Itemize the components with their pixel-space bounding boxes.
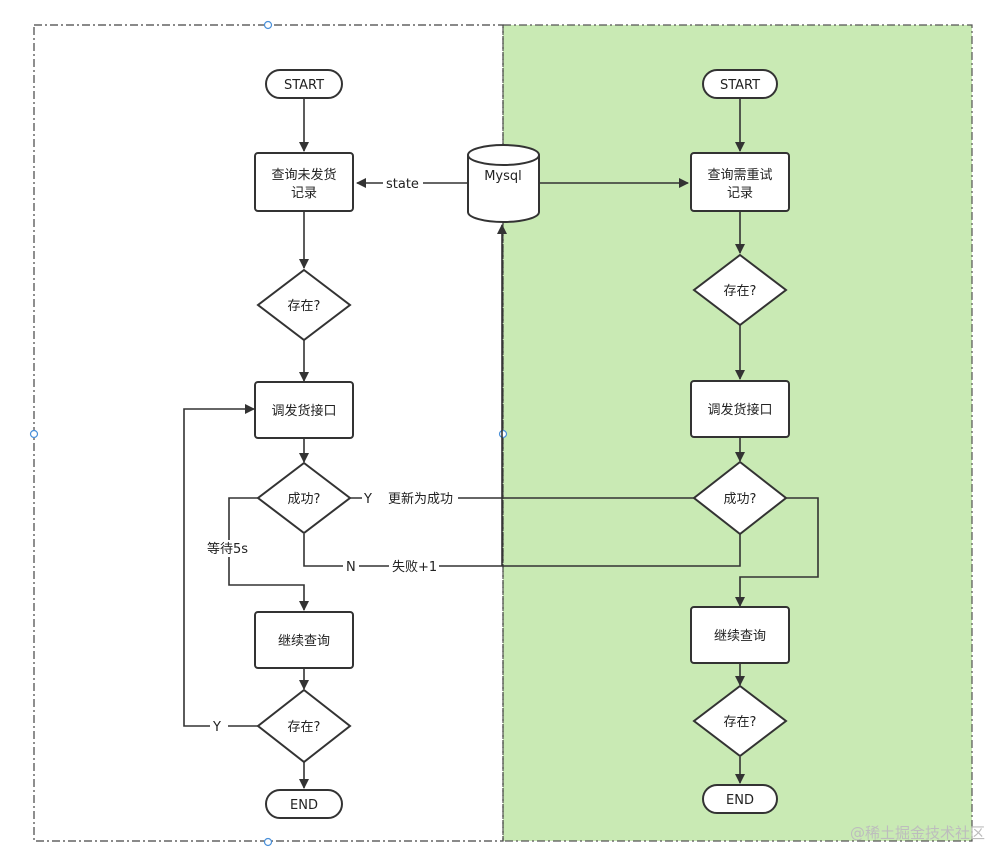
right-continue-node[interactable] [690, 606, 790, 664]
edge-label-update-success: 更新为成功 [388, 491, 453, 507]
right-success-label: 成功? [724, 492, 757, 507]
handle-right[interactable] [498, 429, 508, 439]
left-start-node[interactable] [265, 69, 343, 99]
left-continue-node[interactable] [254, 611, 354, 669]
left-query-label-line2: 记录 [291, 186, 317, 201]
right-query-label-line2: 记录 [727, 186, 753, 201]
watermark: @稀土掘金技术社区 [850, 824, 985, 842]
handle-bottom[interactable] [263, 837, 273, 847]
right-end-node[interactable] [702, 784, 778, 814]
handle-top[interactable] [263, 20, 273, 30]
left-exists1-node[interactable] [256, 268, 352, 342]
handle-left[interactable] [29, 429, 39, 439]
left-success-label: 成功? [288, 492, 321, 507]
edge-label-state: state [386, 177, 419, 192]
right-start-node[interactable] [702, 69, 778, 99]
right-exists1-node[interactable] [692, 253, 788, 327]
right-call-node[interactable] [690, 380, 790, 438]
edge-label-yes-loop: Y [212, 720, 221, 735]
left-end-label: END [290, 798, 318, 813]
right-success-node[interactable] [692, 460, 788, 536]
right-end-label: END [726, 793, 754, 808]
right-start-label: START [720, 78, 760, 93]
mysql-db-node[interactable] [467, 144, 540, 223]
left-query-label-line1: 查询未发货 [271, 167, 336, 183]
left-start-label: START [284, 78, 324, 93]
edge-left-wait [228, 497, 309, 611]
edge-right-success-continue [735, 497, 819, 607]
left-call-label: 调发货接口 [271, 403, 336, 419]
left-end-node[interactable] [265, 789, 343, 819]
edge-label-no: N [346, 560, 356, 575]
right-query-node[interactable] [690, 152, 790, 212]
right-exists1-label: 存在? [724, 284, 757, 299]
right-exists2-label: 存在? [724, 715, 757, 730]
selection-handles[interactable] [29, 20, 508, 847]
left-success-node[interactable] [256, 461, 352, 535]
right-query-label-line1: 查询需重试 [707, 167, 772, 183]
edge-label-yes-update: Y [363, 492, 372, 507]
mysql-label: Mysql [484, 169, 522, 184]
edge-label-wait: 等待5s [207, 541, 248, 557]
right-exists2-node[interactable] [692, 684, 788, 758]
left-exists2-label: 存在? [288, 720, 321, 735]
left-continue-label: 继续查询 [278, 634, 330, 649]
edge-label-fail-plus: 失败+1 [392, 560, 437, 575]
left-query-node[interactable] [254, 152, 354, 212]
left-call-node[interactable] [254, 381, 354, 439]
edge-fail-path [303, 534, 741, 567]
right-continue-label: 继续查询 [714, 629, 766, 644]
edge-left-loop [183, 404, 259, 727]
left-exists2-node[interactable] [256, 688, 352, 764]
right-call-label: 调发货接口 [707, 402, 772, 418]
left-exists1-label: 存在? [288, 299, 321, 314]
